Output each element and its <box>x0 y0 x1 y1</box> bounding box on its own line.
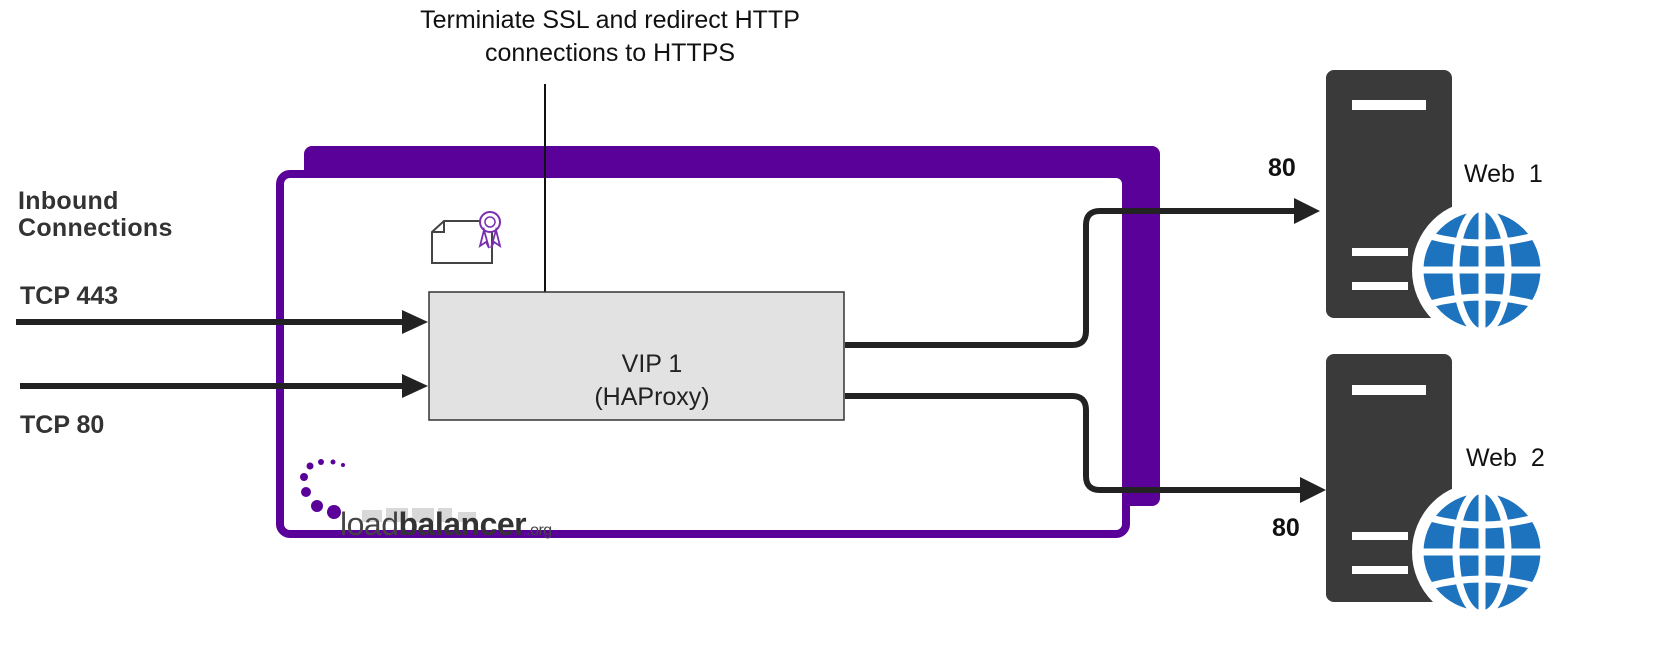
globe-icon <box>1412 482 1552 622</box>
inbound-line-2: Connections <box>18 214 173 242</box>
web-server-2 <box>1326 354 1552 622</box>
inbound-arrow-80 <box>20 374 428 398</box>
vip-line-2: (HAProxy) <box>594 383 710 411</box>
web-server-1 <box>1326 70 1552 340</box>
inbound-connections-label: Inbound Connections <box>18 188 173 242</box>
vip-line-1: VIP 1 <box>621 350 683 378</box>
logo-text-balancer: balancer <box>398 506 527 542</box>
port-label-tcp80: TCP 80 <box>20 411 105 439</box>
outbound-connector-web1 <box>845 198 1320 348</box>
loadbalancer-logo: loadbalancer.org <box>340 506 552 543</box>
annotation-text: Terminiate SSL and redirect HTTP connect… <box>340 4 880 70</box>
logo-text-load: load <box>340 506 399 542</box>
logo-text-org: .org <box>526 522 552 539</box>
port-label-tcp443: TCP 443 <box>20 282 119 310</box>
server-label-web2: Web 2 <box>1466 444 1545 472</box>
server-label-web1: Web 1 <box>1464 160 1543 188</box>
globe-icon <box>1412 200 1552 340</box>
logo-dots <box>300 459 345 519</box>
vip-box <box>428 291 845 421</box>
port-label-web2: 80 <box>1272 514 1300 542</box>
annotation-line-2: connections to HTTPS <box>484 39 736 67</box>
vip-label: VIP 1 (HAProxy) <box>432 348 872 414</box>
inbound-line-1: Inbound <box>18 187 119 215</box>
annotation-line-1: Terminiate SSL and redirect HTTP <box>420 6 800 34</box>
logo-reflection <box>362 508 476 522</box>
port-label-web1: 80 <box>1268 154 1296 182</box>
inbound-arrow-443 <box>16 310 428 334</box>
outbound-connector-web2 <box>845 393 1326 503</box>
certificate-icon <box>431 211 502 264</box>
